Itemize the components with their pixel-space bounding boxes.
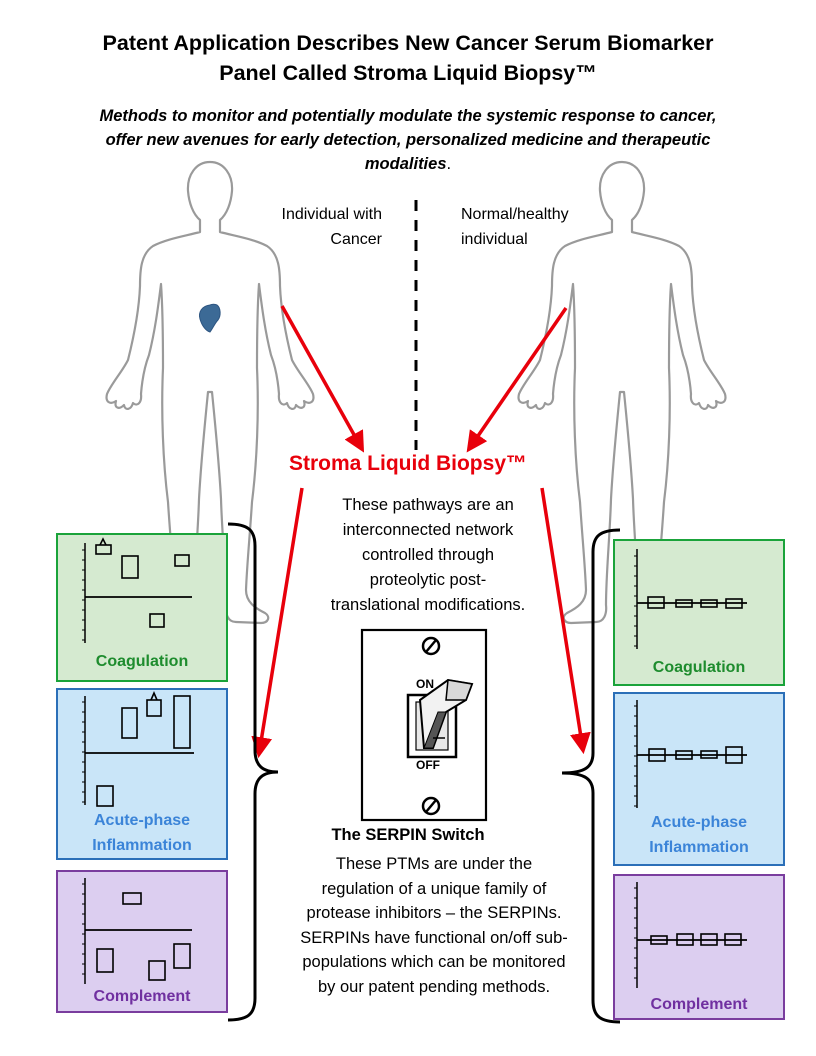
left-coagulation-label: Coagulation (95, 653, 189, 670)
subtitle-period: . (446, 155, 452, 173)
right-inflammation-label: Acute-phase Inflammation (615, 810, 783, 860)
tumor-spot-icon (199, 303, 221, 333)
switch-on-label: ON (416, 677, 434, 691)
pathways-line-3: controlled through (361, 546, 495, 564)
serpin-line-3: protease inhibitors – the SERPINs. (306, 904, 562, 922)
right-person-label-line-1: Normal/healthy (461, 206, 569, 223)
pathways-description: These pathways are an interconnected net… (300, 493, 556, 618)
left-person-label-line-2: Cancer (330, 231, 382, 248)
serpin-line-2: regulation of a unique family of (321, 879, 547, 898)
right-complement-label: Complement (650, 996, 748, 1013)
right-person-label: Normal/healthy individual (461, 202, 621, 252)
serpin-line-6: by our patent pending methods. (317, 977, 551, 996)
right-coagulation-label: Coagulation (652, 659, 746, 676)
right-coagulation-panel: Coagulation (613, 539, 785, 686)
left-coagulation-panel: Coagulation (56, 533, 228, 682)
serpin-switch-title: The SERPIN Switch (331, 826, 485, 844)
left-inflammation-panel: Acute-phase Inflammation (56, 688, 228, 860)
serpin-description: These PTMs are under the regulation of a… (276, 852, 592, 999)
left-person-label-line-1: Individual with (281, 206, 383, 223)
top-screw-icon (421, 636, 441, 656)
right-curly-brace-icon (561, 528, 621, 1024)
pathways-line-1: These pathways are an (342, 496, 514, 514)
right-complement-panel: Complement (613, 874, 785, 1020)
left-curly-brace-icon (227, 522, 279, 1022)
right-complement-mini-chart (634, 882, 747, 988)
title-line-2: Panel Called Stroma Liquid Biopsy™ (219, 61, 597, 85)
switch-off-label: OFF (416, 758, 440, 772)
right-coagulation-mini-chart (634, 549, 747, 649)
subtitle-line-2: offer new avenues for early detection, p… (105, 131, 711, 149)
serpin-line-5: populations which can be monitored (302, 953, 566, 971)
subtitle: Methods to monitor and potentially modul… (52, 104, 764, 176)
left-complement-panel: Complement (56, 870, 228, 1013)
arrow-cancer-to-biopsy (280, 305, 365, 453)
right-inflammation-mini-chart (634, 700, 747, 808)
bottom-screw-icon (421, 796, 441, 816)
left-inflammation-label-line-1: Acute-phase (93, 812, 191, 829)
pathways-line-2: interconnected network (342, 521, 514, 539)
pathways-line-4: proteolytic post- (369, 571, 487, 589)
left-complement-label: Complement (93, 988, 191, 1005)
page-title: Patent Application Describes New Cancer … (0, 28, 816, 88)
left-coagulation-mini-chart (82, 537, 192, 643)
right-inflammation-label-line-1: Acute-phase (650, 814, 748, 831)
serpin-line-1: These PTMs are under the (335, 855, 533, 873)
arrow-biopsy-to-right (540, 487, 591, 755)
light-switch-icon (360, 628, 488, 822)
pathways-line-5: translational modifications. (330, 596, 526, 614)
subtitle-line-3: modalities. (52, 152, 764, 176)
title-line-1: Patent Application Describes New Cancer … (102, 31, 714, 55)
left-inflammation-label: Acute-phase Inflammation (58, 808, 226, 858)
subtitle-line-1: Methods to monitor and potentially modul… (99, 107, 717, 125)
arrow-biopsy-to-left (251, 487, 304, 759)
arrow-healthy-to-biopsy (466, 307, 568, 453)
subtitle-line-3-text: modalities (364, 155, 447, 173)
left-inflammation-mini-chart (82, 690, 194, 807)
right-inflammation-label-line-2: Inflammation (649, 839, 749, 856)
serpin-line-4: SERPINs have functional on/off sub- (300, 928, 568, 947)
stroma-liquid-biopsy-label: Stroma Liquid Biopsy™ (288, 452, 527, 475)
right-person-label-line-2: individual (461, 231, 528, 248)
left-complement-mini-chart (82, 878, 192, 984)
left-person-label: Individual with Cancer (220, 202, 383, 252)
left-inflammation-label-line-2: Inflammation (92, 837, 192, 854)
right-inflammation-panel: Acute-phase Inflammation (613, 692, 785, 866)
